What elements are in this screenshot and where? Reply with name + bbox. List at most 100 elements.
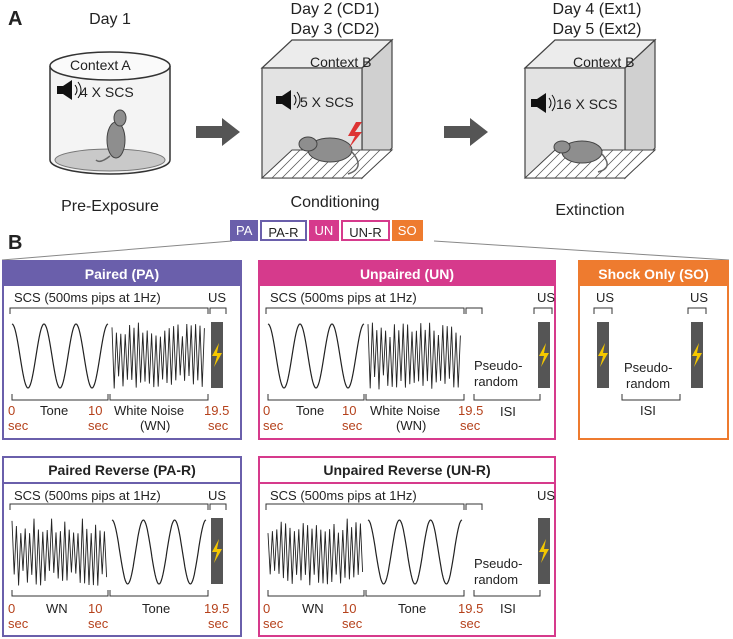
pa-us-bracket	[209, 307, 227, 314]
un-t2: 19.5	[458, 403, 484, 418]
par-noise-wave	[11, 518, 108, 586]
stage2-label: Conditioning	[290, 194, 380, 211]
pa-seg2-bracket	[109, 394, 209, 401]
context-a-cylinder	[49, 51, 171, 175]
pa-us-label: US	[208, 290, 227, 305]
un-seg2b-label: (WN)	[396, 418, 427, 433]
unr-us-label: US	[537, 488, 556, 503]
unr-seg1-bracket	[267, 590, 365, 597]
stage3-day-line1: Day 4 (Ext1)	[552, 1, 642, 18]
legend-pa-r: PA-R	[260, 220, 307, 241]
unr-isi: ISI	[500, 601, 516, 616]
stage1-context: Context A	[70, 57, 131, 73]
par-t1-unit: sec	[88, 616, 109, 631]
pa-tone-wave	[11, 323, 109, 389]
speaker-icon	[531, 93, 556, 113]
protocol-pa-r: Paired Reverse (PA-R)	[2, 456, 242, 637]
unr-t0: 0	[263, 601, 271, 616]
so-us2-label: US	[690, 290, 709, 305]
lightning-icon	[539, 539, 549, 563]
pa-seg1-label: Tone	[40, 403, 69, 418]
par-us-label: US	[208, 488, 227, 503]
pa-scs-label: SCS (500ms pips at 1Hz)	[14, 290, 161, 305]
un-us-bracket	[465, 307, 483, 314]
protocol-pa: Paired (PA)	[2, 260, 242, 440]
un-pseudo2: random	[474, 374, 519, 389]
par-t0: 0	[8, 601, 16, 616]
protocol-un-title: Unpaired (UN)	[260, 262, 554, 286]
panel-a-letter: A	[8, 8, 23, 30]
un-us-label: US	[537, 290, 556, 305]
speaker-icon	[57, 80, 82, 100]
arrow-right-icon	[444, 118, 488, 146]
rat-icon	[298, 136, 359, 175]
group-legend: PA PA-R UN UN-R SO	[230, 220, 425, 241]
un-t0: 0	[263, 403, 271, 418]
unr-t2-unit: sec	[460, 616, 481, 631]
pa-seg1-bracket	[11, 394, 109, 401]
pa-t1-unit: sec	[88, 418, 109, 433]
protocol-un-r: Unpaired Reverse (UN-R)	[258, 456, 556, 637]
unr-seg1-label: WN	[302, 601, 324, 616]
protocol-so-title: Shock Only (SO)	[580, 262, 727, 286]
lightning-icon	[539, 343, 549, 367]
par-us-bracket	[209, 503, 227, 510]
pa-t2: 19.5	[204, 403, 230, 418]
un-t1-unit: sec	[342, 418, 363, 433]
par-seg2-label: Tone	[142, 601, 171, 616]
pa-t0-unit: sec	[8, 418, 29, 433]
so-us1-bracket	[593, 307, 613, 314]
pa-seg2b-label: (WN)	[140, 418, 171, 433]
un-pseudo1: Pseudo-	[474, 358, 523, 373]
unr-scs-bracket	[265, 503, 465, 510]
lightning-icon	[598, 343, 608, 367]
pa-t2-unit: sec	[208, 418, 229, 433]
un-t0-unit: sec	[263, 418, 284, 433]
un-noise-wave	[367, 322, 461, 390]
so-isi: ISI	[640, 403, 656, 418]
stage1-stimulus: 4 X SCS	[80, 84, 134, 100]
pa-t0: 0	[8, 403, 16, 418]
arrow-right-icon	[196, 118, 240, 146]
stage3-stimulus: 16 X SCS	[556, 96, 618, 112]
stage3-day-line2: Day 5 (Ext2)	[552, 21, 642, 38]
unr-tone-wave	[367, 519, 463, 585]
unr-noise-wave	[267, 518, 364, 586]
par-t2: 19.5	[204, 601, 230, 616]
rat-icon	[553, 140, 608, 173]
stage3-context: Context B	[573, 54, 635, 70]
stage2-day: Day 2 (CD1) Day 3 (CD2)	[270, 0, 400, 40]
pa-noise-wave	[111, 322, 205, 389]
rat-standing-icon	[95, 109, 127, 163]
protocol-un-r-title: Unpaired Reverse (UN-R)	[260, 458, 554, 484]
par-t0-unit: sec	[8, 616, 29, 631]
pa-t1: 10	[88, 403, 103, 418]
un-isi: ISI	[500, 404, 516, 419]
so-us2-bracket	[687, 307, 707, 314]
stage2-day-line1: Day 2 (CD1)	[290, 1, 380, 18]
panel-b-letter: B	[8, 232, 23, 254]
par-t2-unit: sec	[208, 616, 229, 631]
legend-so: SO	[391, 220, 423, 241]
un-seg1-bracket	[267, 394, 365, 401]
un-seg2-bracket	[365, 394, 465, 401]
stage1-label: Pre-Exposure	[61, 198, 159, 215]
un-seg2-label: White Noise	[370, 403, 441, 418]
par-seg2-bracket	[109, 590, 209, 597]
unr-t1-unit: sec	[342, 616, 363, 631]
lightning-icon	[348, 122, 362, 148]
unr-pseudo1: Pseudo-	[474, 556, 523, 571]
stage3-label: Extinction	[555, 202, 625, 219]
pa-seg2-label: White Noise	[114, 403, 185, 418]
protocol-pa-r-title: Paired Reverse (PA-R)	[4, 458, 240, 484]
lightning-icon	[212, 539, 222, 563]
stage2-stimulus: 5 X SCS	[300, 94, 354, 110]
lightning-icon	[212, 343, 222, 367]
unr-t0-unit: sec	[263, 616, 284, 631]
legend-pa: PA	[230, 220, 259, 241]
legend-un-r: UN-R	[341, 220, 390, 241]
so-us1-label: US	[596, 290, 615, 305]
un-seg1-label: Tone	[296, 403, 325, 418]
